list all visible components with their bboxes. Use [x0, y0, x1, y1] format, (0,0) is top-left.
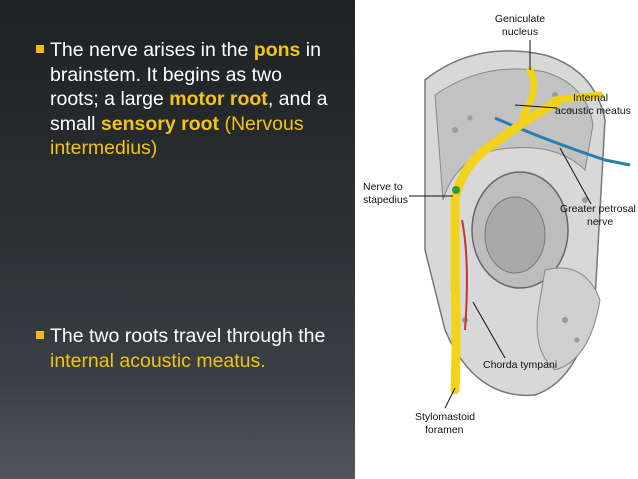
square-bullet-icon — [36, 331, 44, 339]
label-greater-petrosal-2: nerve — [587, 216, 613, 228]
bullet-1-pons: pons — [253, 39, 301, 61]
bullet-2-internal-acoustic-meatus: internal acoustic meatus. — [50, 349, 266, 372]
bullet-1-sensory-root: sensory root — [100, 112, 220, 135]
label-nerve-to-stapedius-1: Nerve to — [363, 181, 403, 193]
label-internal-meatus-2: acoustic meatus — [555, 105, 631, 117]
text-column: The nerve arises in the pons in brainste… — [36, 38, 336, 372]
bullet-1-nervous-intermedius: (Nervous intermedius) — [50, 112, 304, 160]
figure-panel: Geniculate nucleus Internal acoustic mea… — [355, 0, 638, 479]
label-geniculate-2: nucleus — [502, 26, 538, 38]
bullet-1: The nerve arises in the pons in brainste… — [36, 38, 336, 161]
anatomy-illustration: Geniculate nucleus Internal acoustic mea… — [363, 13, 636, 436]
label-geniculate-1: Geniculate — [495, 13, 545, 25]
bullet-1-part-4: , and a small — [50, 88, 328, 135]
label-stylomastoid-2: foramen — [425, 424, 464, 436]
label-chorda-tympani: Chorda tympani — [483, 359, 557, 371]
bullet-1-part-0: The nerve arises in the — [50, 39, 254, 61]
label-stylomastoid-1: Stylomastoid — [415, 411, 475, 423]
bullet-1-motor-root: motor root — [169, 88, 268, 110]
label-internal-meatus-1: Internal — [573, 92, 608, 104]
bullet-2-part-0: The two roots travel through the — [50, 325, 326, 347]
label-nerve-to-stapedius-2: stapedius — [363, 194, 408, 206]
label-greater-petrosal-1: Greater petrosal — [560, 203, 636, 215]
bullet-1-part-2: in brainstem. It begins as two roots; a … — [50, 39, 321, 110]
bullet-2: The two roots travel through the interna… — [36, 324, 350, 373]
square-bullet-icon — [36, 45, 44, 53]
